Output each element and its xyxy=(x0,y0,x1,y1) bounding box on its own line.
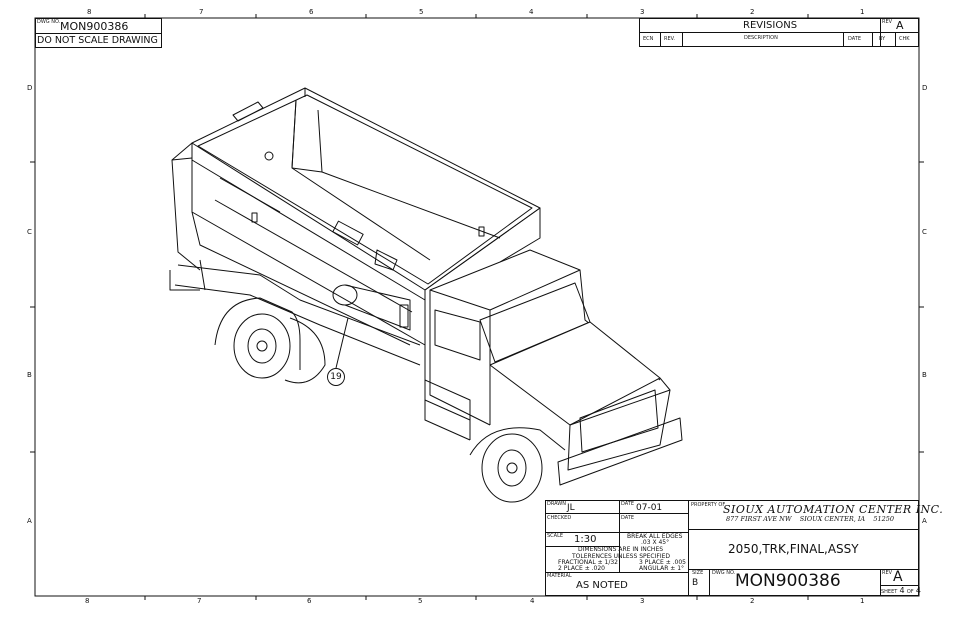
dwg-no-label-bottom: DWG NO. xyxy=(712,570,736,576)
zone-bottom-2: 2 xyxy=(750,597,755,605)
rev-value: A xyxy=(896,19,904,32)
rev-label-bottom: REV xyxy=(882,570,893,576)
zone-bottom-4: 4 xyxy=(530,597,535,605)
title-block xyxy=(545,500,919,596)
zone-top-6: 6 xyxy=(309,8,314,16)
col-chk: CHK xyxy=(899,36,910,42)
tol-note: TOLERENCES UNLESS SPECIFIED xyxy=(572,553,671,560)
scale-value: 1:30 xyxy=(574,534,597,545)
dims-note: DIMENSIONS ARE IN INCHES xyxy=(578,546,664,553)
truck-illustration xyxy=(169,87,683,503)
zone-top-3: 3 xyxy=(640,8,645,16)
break-edges-value: .03 X 45° xyxy=(641,539,670,546)
zone-left-d: D xyxy=(27,84,33,92)
do-not-scale: DO NOT SCALE DRAWING xyxy=(37,35,158,46)
zone-top-4: 4 xyxy=(529,8,534,16)
drawing-title: 2050,TRK,FINAL,ASSY xyxy=(728,542,859,556)
company-address: 877 FIRST AVE NW SIOUX CENTER, IA 51250 xyxy=(726,515,895,523)
rev-divider-v3 xyxy=(682,32,683,47)
zone-left-c: C xyxy=(27,228,32,236)
fractional-tol: FRACTIONAL ± 1/32 xyxy=(558,559,618,566)
zone-top-8: 8 xyxy=(87,8,92,16)
tb-h7 xyxy=(880,585,919,586)
col-date: DATE xyxy=(848,36,862,42)
sheet-label: SHEET xyxy=(881,589,898,595)
tb-v1 xyxy=(619,500,620,572)
col-rev: REV. xyxy=(664,36,675,42)
size-value: B xyxy=(692,578,699,588)
do-not-scale-box: DO NOT SCALE DRAWING xyxy=(35,33,162,48)
tb-h1 xyxy=(545,513,688,514)
zone-right-b: B xyxy=(922,371,927,379)
zone-bottom-5: 5 xyxy=(418,597,423,605)
dwg-no-label: DWG NO. xyxy=(37,19,61,25)
dwg-no-box: DWG NO. MON900386 xyxy=(35,18,162,34)
zone-bottom-3: 3 xyxy=(640,597,645,605)
tb-h4 xyxy=(545,546,619,547)
sheet-info: SHEET 4 OF 4 xyxy=(881,587,921,595)
checked-date-label: DATE xyxy=(621,515,635,521)
dwg-no-bottom: MON900386 xyxy=(735,571,841,591)
of-label: OF xyxy=(906,589,914,595)
zone-right-a: A xyxy=(922,517,927,525)
zone-right-c: C xyxy=(922,228,927,236)
tb-h2 xyxy=(545,532,688,533)
drawn-date: 07-01 xyxy=(636,503,663,513)
zone-left-b: B xyxy=(27,371,32,379)
revisions-title: REVISIONS xyxy=(743,20,798,31)
tb-v3 xyxy=(709,569,710,596)
zone-top-1: 1 xyxy=(860,8,865,16)
col-by: BY xyxy=(879,36,886,42)
rev-value-bottom: A xyxy=(893,569,903,585)
col-ecn: ECN xyxy=(643,36,654,42)
company-name: SIOUX AUTOMATION CENTER INC. xyxy=(723,503,944,516)
drawn-label: DRAWN xyxy=(547,501,566,507)
tb-v4 xyxy=(880,569,881,596)
zone-bottom-6: 6 xyxy=(307,597,312,605)
rev-divider-v2 xyxy=(660,32,661,47)
zone-bottom-7: 7 xyxy=(197,597,202,605)
material-label: MATERIAL xyxy=(547,573,572,579)
zone-top-2: 2 xyxy=(750,8,755,16)
sheet-num: 4 xyxy=(899,586,905,595)
dwg-no-top: MON900386 xyxy=(60,20,129,33)
checked-label: CHECKED xyxy=(547,515,572,521)
tb-h6 xyxy=(688,569,919,570)
zone-bottom-8: 8 xyxy=(85,597,90,605)
tb-h3 xyxy=(545,572,688,573)
scale-label: SCALE xyxy=(547,533,564,539)
property-label: PROPERTY OF xyxy=(691,502,726,508)
drawn-value: JL xyxy=(567,503,575,513)
zone-bottom-1: 1 xyxy=(860,597,865,605)
balloon-19: 19 xyxy=(327,368,345,386)
zone-top-7: 7 xyxy=(199,8,204,16)
material-value: AS NOTED xyxy=(576,580,628,591)
three-place-tol: 3 PLACE ± .005 xyxy=(639,559,687,566)
rev-divider-v1 xyxy=(880,18,881,47)
zone-top-5: 5 xyxy=(419,8,424,16)
rev-divider-v6 xyxy=(895,32,896,47)
break-edges: BREAK ALL EDGES xyxy=(627,533,683,540)
col-description: DESCRIPTION xyxy=(744,35,778,41)
size-label: SIZE xyxy=(692,570,704,576)
tb-v2 xyxy=(688,500,689,596)
angular-tol: ANGULAR ± 1° xyxy=(639,565,685,572)
sheet-total: 4 xyxy=(915,586,922,595)
rev-label: REV xyxy=(882,19,893,25)
date-label: DATE xyxy=(621,501,635,507)
zone-right-d: D xyxy=(922,84,928,92)
zone-left-a: A xyxy=(27,517,32,525)
rev-divider-v4 xyxy=(843,32,844,47)
two-place-tol: 2 PLACE ± .020 xyxy=(558,565,606,572)
rev-divider-v5 xyxy=(872,32,873,47)
tb-h5 xyxy=(688,529,919,530)
rev-divider xyxy=(639,32,919,33)
